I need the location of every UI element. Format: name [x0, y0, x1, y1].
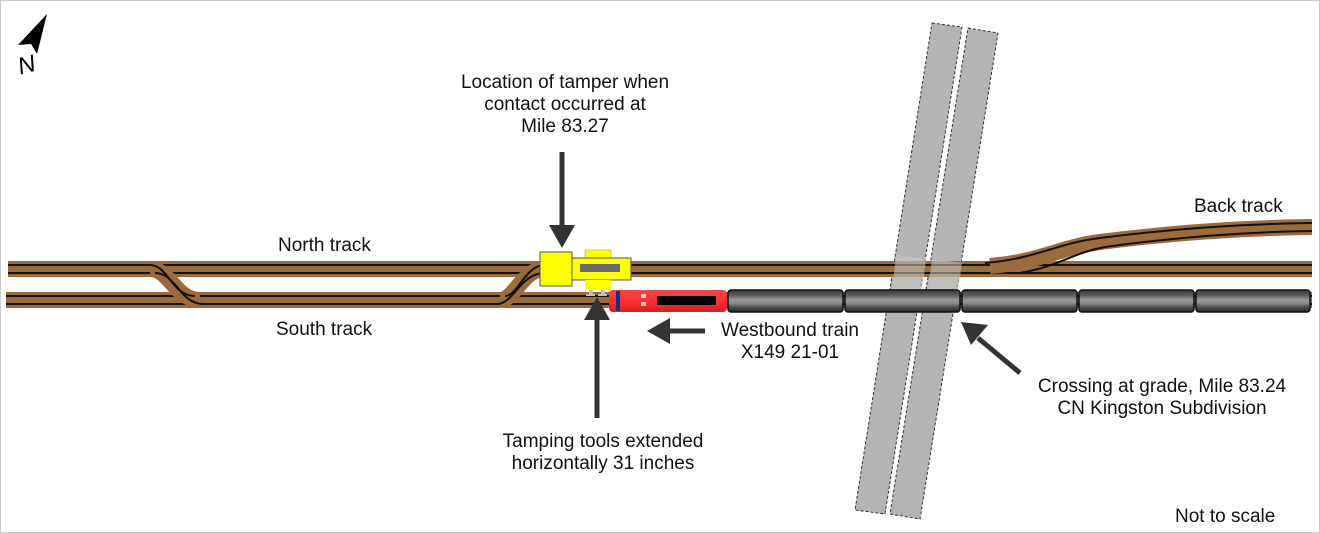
- rail-car: [727, 289, 844, 313]
- rail-car: [961, 289, 1078, 313]
- tamper-location-arrow: [549, 152, 575, 248]
- label-line: contact occurred at: [484, 94, 646, 115]
- rail-car: [1078, 289, 1195, 313]
- tools-arrow: [584, 297, 610, 418]
- train-label: Westbound train X149 21-01: [700, 320, 880, 364]
- label-line: Westbound train: [720, 320, 859, 341]
- tamper-machine: [539, 249, 632, 296]
- label-line: Crossing at grade, Mile 83.24: [1037, 376, 1287, 397]
- rail-car: [844, 289, 961, 313]
- label-line: Mile 83.27: [521, 116, 609, 137]
- label-line: Location of tamper when: [460, 72, 670, 93]
- north-track-label: North track: [278, 235, 371, 256]
- label-line: Tamping tools extended: [502, 431, 704, 452]
- south-track-label: South track: [276, 319, 373, 340]
- label-line: CN Kingston Subdivision: [1057, 398, 1267, 419]
- label-line: X149 21-01: [740, 342, 840, 363]
- rail-cars: [727, 289, 1311, 313]
- annotation-arrows: [549, 152, 1022, 418]
- back-track-label: Back track: [1194, 196, 1283, 217]
- rail-car: [1195, 289, 1311, 313]
- back-track: [984, 219, 1313, 274]
- crossing-arrow: [961, 322, 1022, 375]
- north-track: [8, 261, 1312, 277]
- north-label: N: [15, 50, 39, 81]
- locomotive: [609, 290, 727, 312]
- tamper-location-label: Location of tamper when contact occurred…: [440, 72, 690, 138]
- north-arrow-icon: N: [15, 14, 47, 81]
- crossing-label: Crossing at grade, Mile 83.24 CN Kingsto…: [1012, 376, 1312, 420]
- tamping-tools: [586, 290, 607, 296]
- crossover-west: [148, 261, 204, 308]
- tamping-tools-label: Tamping tools extended horizontally 31 i…: [478, 431, 728, 475]
- label-line: horizontally 31 inches: [511, 453, 695, 474]
- westbound-direction-arrow: [647, 318, 705, 344]
- scale-note: Not to scale: [1175, 506, 1276, 527]
